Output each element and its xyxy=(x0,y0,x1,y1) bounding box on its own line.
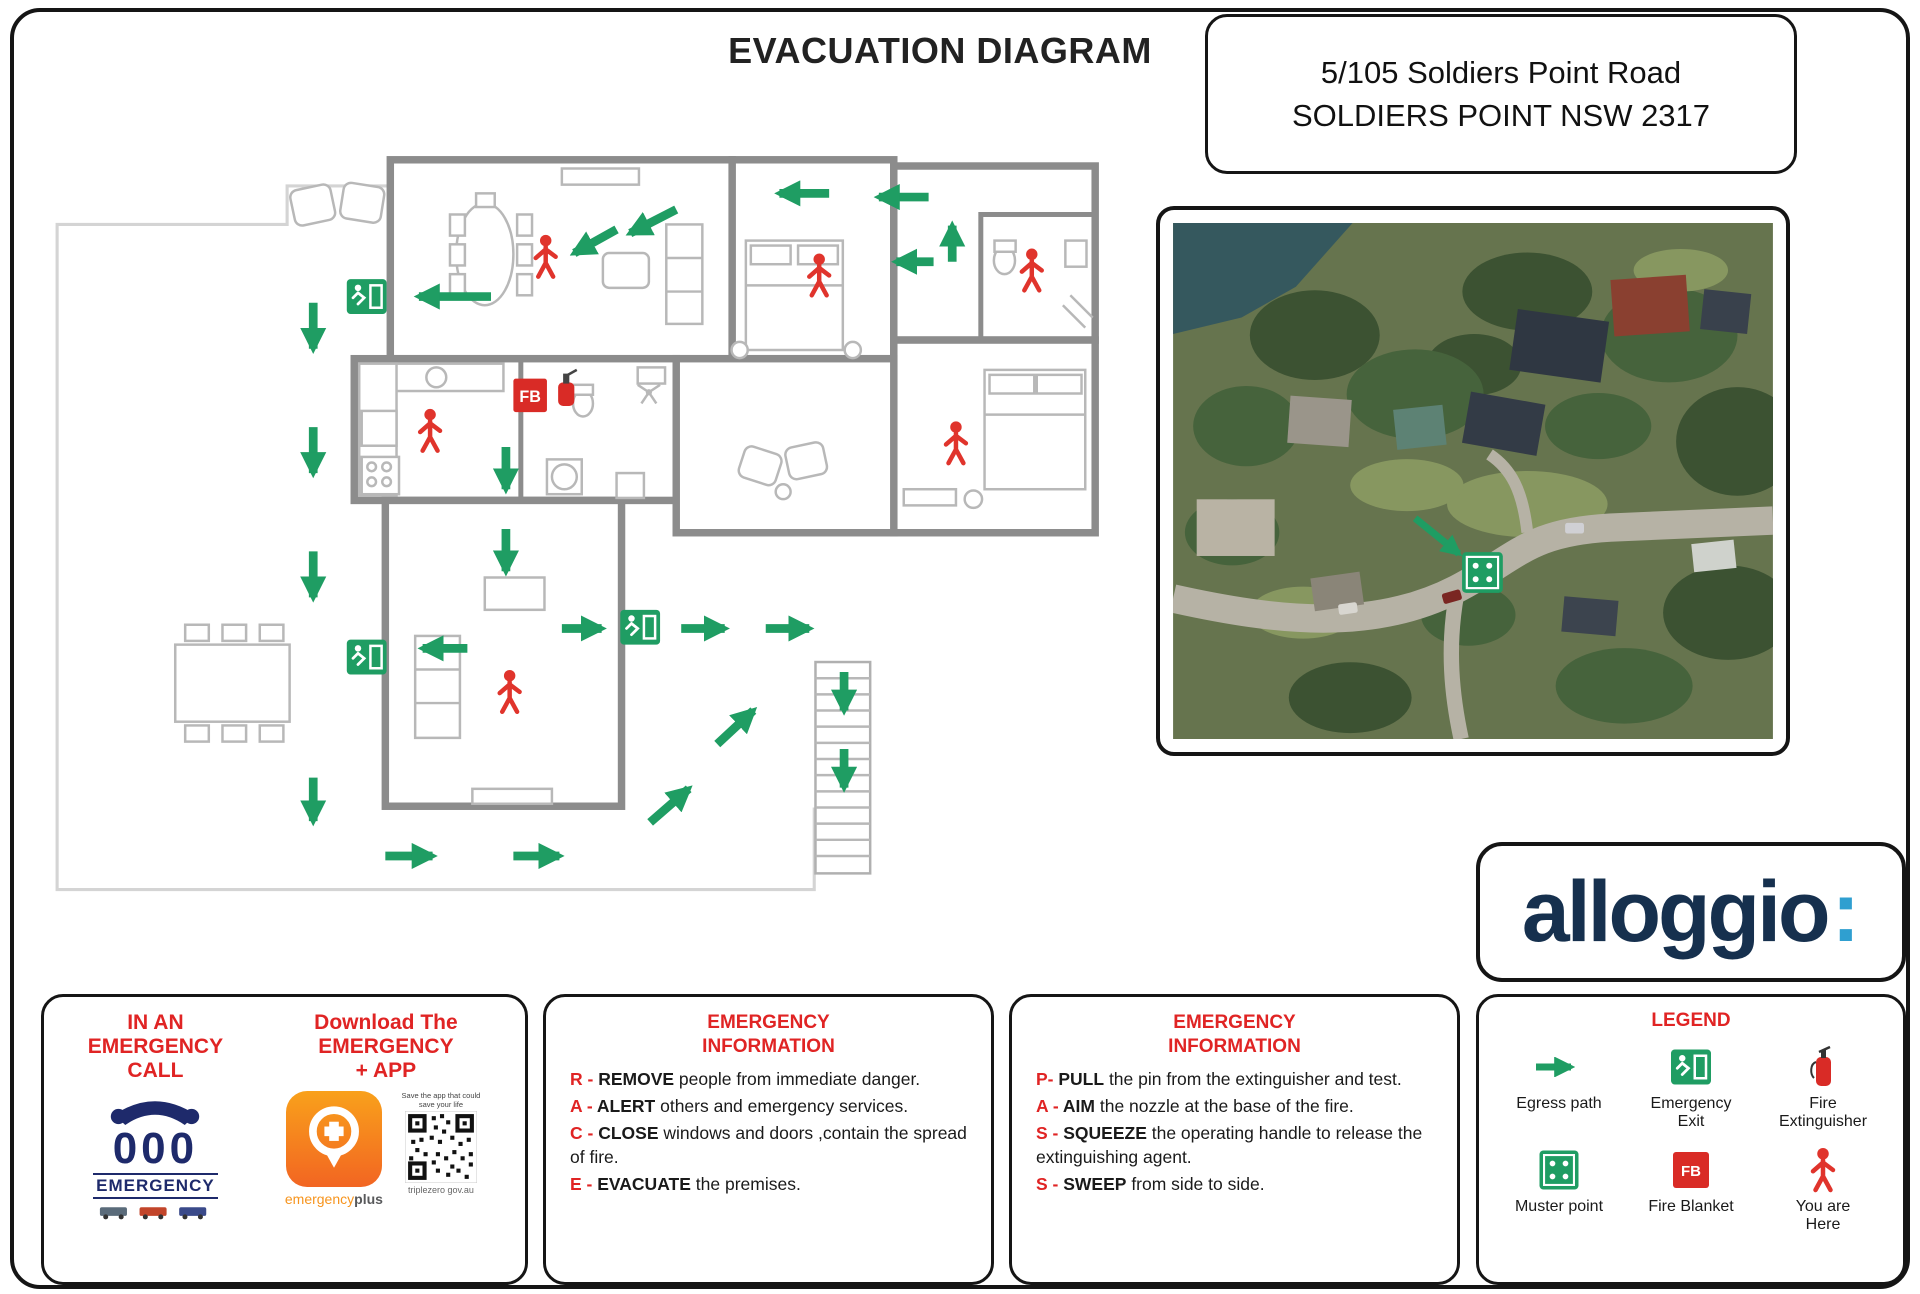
fire-extinguisher-icon xyxy=(1810,1045,1831,1086)
legend-item-you-are-here: You are Here xyxy=(1757,1146,1889,1235)
egress-arrow xyxy=(569,225,619,257)
egress-arrow xyxy=(714,706,758,748)
emergency-exit-icon xyxy=(345,277,388,316)
alloggio-logo-box: alloggio: xyxy=(1476,842,1906,982)
emergency-call-heading: IN AN EMERGENCY CALL xyxy=(87,1011,224,1083)
qr-caption: Save the app that could save your life xyxy=(401,1091,481,1110)
floor-plan: FB xyxy=(36,146,1130,917)
pass-heading: EMERGENCY INFORMATION xyxy=(1168,1012,1301,1057)
app-name: emergencyplus xyxy=(284,1191,383,1208)
muster-point-icon xyxy=(1460,551,1504,594)
cars xyxy=(1338,522,1584,615)
legend-heading: LEGEND xyxy=(1651,1010,1731,1031)
legend-item-fire-blanket: FB Fire Blanket xyxy=(1625,1146,1757,1235)
qr-code xyxy=(404,1111,477,1184)
address-box: 5/105 Soldiers Point Road SOLDIERS POINT… xyxy=(1205,14,1797,174)
water xyxy=(1173,223,1353,334)
muster-point-icon xyxy=(1538,1148,1580,1191)
legend-item-emergency-exit: Emergency Exit xyxy=(1625,1043,1757,1132)
floor-plan-drawing: FB xyxy=(55,156,1099,892)
aerial-photo-box xyxy=(1156,206,1790,756)
emergency-phone-number: 000 xyxy=(112,1124,199,1174)
race-heading: EMERGENCY INFORMATION xyxy=(702,1012,835,1057)
fire-blanket-icon: FB xyxy=(513,378,547,413)
qr-site: triplezero gov.au xyxy=(407,1185,474,1196)
address-line2: SOLDIERS POINT NSW 2317 xyxy=(1291,98,1711,133)
emergency-plus-app-icon xyxy=(285,1091,382,1188)
pass-item: P- PULL the pin from the extinguisher an… xyxy=(1036,1068,1402,1089)
aerial-photo xyxy=(1173,223,1773,739)
emergency-information-race-panel: EMERGENCY INFORMATION R - REMOVE people … xyxy=(543,994,994,1285)
you-are-here-icon xyxy=(1805,1146,1841,1194)
race-item: A - ALERT others and emergency services. xyxy=(570,1095,909,1116)
tree-canopy-dark xyxy=(1249,252,1773,734)
address-line1: 5/105 Soldiers Point Road xyxy=(1320,54,1682,90)
fire-extinguisher-icon xyxy=(558,368,578,406)
deck-outline xyxy=(55,184,816,892)
race-item: E - EVACUATE the premises. xyxy=(570,1174,801,1195)
pass-item: A - AIM the nozzle at the base of the fi… xyxy=(1036,1095,1354,1116)
buildings xyxy=(1196,274,1752,637)
race-item: C - CLOSE windows and doors ,contain the… xyxy=(570,1122,967,1167)
emergency-phone-label: EMERGENCY xyxy=(93,1173,218,1200)
emergency-vehicles-icons xyxy=(100,1207,207,1220)
emergency-information-pass-panel: EMERGENCY INFORMATION P- PULL the pin fr… xyxy=(1009,994,1460,1285)
emergency-call-panel: IN AN EMERGENCY CALL 000 EMERGENCY xyxy=(41,994,528,1285)
muster-route-arrow xyxy=(1412,515,1463,557)
svg-text:FB: FB xyxy=(1681,1163,1701,1180)
legend-item-fire-extinguisher: Fire Extinguisher xyxy=(1757,1043,1889,1132)
pass-item: S - SQUEEZE the operating handle to rele… xyxy=(1036,1122,1423,1167)
egress-arrows xyxy=(300,180,966,870)
page-title: EVACUATION DIAGRAM xyxy=(728,30,1152,71)
pass-item: S - SWEEP from side to side. xyxy=(1036,1174,1265,1195)
legend-panel: LEGEND Egress path Emergency Exit xyxy=(1476,994,1906,1285)
egress-arrow xyxy=(625,205,679,238)
legend-item-egress-path: Egress path xyxy=(1493,1043,1625,1132)
egress-arrow xyxy=(647,785,693,826)
emergency-exit-icon xyxy=(345,638,388,676)
fire-blanket-code: FB xyxy=(519,388,541,406)
fire-blanket-icon: FB xyxy=(1673,1151,1709,1188)
emergency-exit-icon xyxy=(1669,1047,1713,1086)
emergency-exit-icon xyxy=(618,608,662,646)
phone-handset-icon xyxy=(111,1101,200,1126)
download-app-heading: Download The EMERGENCY + APP xyxy=(314,1011,458,1083)
legend-item-muster-point: Muster point xyxy=(1493,1146,1625,1235)
egress-path-icon xyxy=(1536,1056,1576,1077)
alloggio-logo-colon: : xyxy=(1831,863,1861,960)
alloggio-logo: alloggio xyxy=(1521,863,1831,960)
furniture xyxy=(173,167,1094,806)
race-item: R - REMOVE people from immediate danger. xyxy=(570,1068,921,1089)
